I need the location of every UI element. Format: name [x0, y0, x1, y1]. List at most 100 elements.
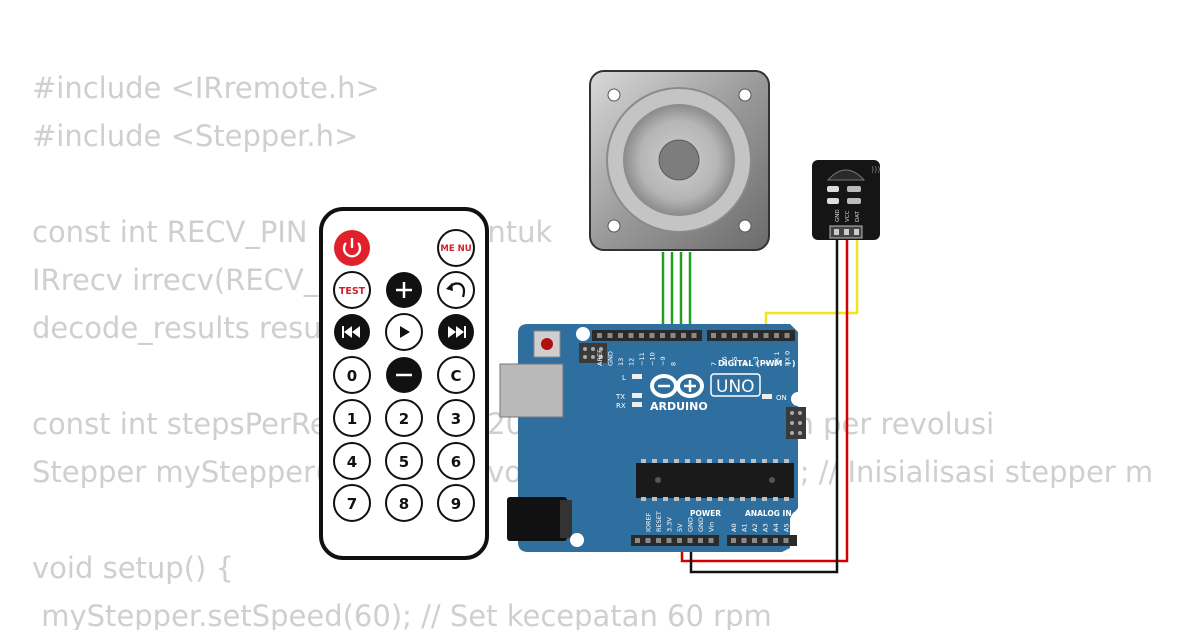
code-line: #include <IRremote.h>	[32, 71, 380, 105]
digit-9-button[interactable]: 9	[437, 484, 475, 522]
menu-button[interactable]: ME NU	[437, 229, 475, 267]
pin-hole[interactable]	[753, 333, 758, 338]
power-button[interactable]	[334, 230, 370, 266]
pin-hole[interactable]	[752, 538, 757, 543]
ir-signal-wire	[764, 240, 859, 334]
minus-button[interactable]	[386, 357, 422, 393]
pin-hole[interactable]	[711, 333, 716, 338]
pin-hole[interactable]	[773, 538, 778, 543]
ir-pin[interactable]	[844, 229, 849, 235]
digital-pin-holes	[597, 333, 790, 338]
digit-8-button[interactable]: 8	[385, 484, 423, 522]
ir-wave-icon: )))	[871, 165, 880, 174]
motor-screw	[738, 219, 752, 233]
pin-hole[interactable]	[656, 538, 661, 543]
l-led-label: L	[622, 374, 626, 382]
digit-8-label: 8	[399, 495, 409, 513]
digital-pin-label: 12	[628, 358, 636, 366]
pin-hole[interactable]	[645, 538, 651, 543]
pin-hole[interactable]	[681, 333, 686, 338]
pin-hole[interactable]	[774, 333, 779, 338]
analog-pin-label: A4	[772, 523, 780, 532]
digital-pin-label: 4	[742, 362, 750, 366]
ir-gnd-wire	[689, 240, 839, 574]
pin-hole[interactable]	[618, 333, 623, 338]
digit-7-button[interactable]: 7	[333, 484, 371, 522]
power-header[interactable]	[631, 535, 797, 546]
pin-hole[interactable]	[741, 538, 747, 543]
digit-5-button[interactable]: 5	[385, 442, 423, 480]
digital-pin-label: ~3	[752, 356, 760, 366]
c-button-label: C	[450, 367, 461, 385]
pin-hole[interactable]	[731, 538, 736, 543]
pin-hole[interactable]	[607, 333, 613, 338]
ir-led	[827, 198, 839, 204]
digit-3-label: 3	[451, 410, 461, 428]
ir-pin-label: VCC	[845, 210, 851, 222]
analog-pin-label: A2	[751, 523, 759, 532]
pin-hole[interactable]	[635, 538, 640, 543]
on-led-label: ON	[776, 394, 787, 402]
pin-hole[interactable]	[784, 333, 790, 338]
code-line: myStepper.setSpeed(60); // Set kecepatan…	[32, 599, 772, 630]
pin-hole[interactable]	[677, 538, 682, 543]
ir-receiver-module: ))) GND VCC DAT	[812, 160, 880, 240]
digital-header[interactable]	[592, 330, 795, 341]
pin-hole[interactable]	[732, 333, 737, 338]
fast-forward-icon	[448, 326, 464, 338]
pin-hole[interactable]	[597, 333, 602, 338]
digit-0-button[interactable]: 0	[333, 356, 371, 394]
pin-hole[interactable]	[721, 333, 727, 338]
ir-pin[interactable]	[854, 229, 859, 235]
pin-hole[interactable]	[628, 333, 634, 338]
brand-name: ARDUINO	[650, 400, 708, 413]
digit-6-label: 6	[451, 453, 461, 471]
pin-hole[interactable]	[687, 538, 693, 543]
digit-7-label: 7	[347, 495, 357, 513]
ir-remote: ME NU TEST	[319, 207, 489, 560]
reset-button-cap[interactable]	[541, 338, 553, 350]
mounting-hole	[791, 511, 805, 525]
background-code: #include <IRremote.h>#include <Stepper.h…	[32, 64, 1200, 630]
digit-3-button[interactable]: 3	[437, 399, 475, 437]
rewind-button[interactable]	[334, 314, 370, 350]
pin-hole[interactable]	[670, 333, 676, 338]
digit-2-button[interactable]: 2	[385, 399, 423, 437]
pin-hole[interactable]	[649, 333, 655, 338]
pin-hole[interactable]	[742, 333, 748, 338]
digital-pin-label: 8	[670, 362, 678, 366]
test-button[interactable]: TEST	[333, 271, 371, 309]
pin-hole[interactable]	[763, 333, 769, 338]
pin-hole[interactable]	[666, 538, 672, 543]
pin-hole[interactable]	[691, 333, 697, 338]
fast-forward-button[interactable]	[438, 314, 474, 350]
ir-smd	[847, 186, 861, 192]
power-pin-label: IOREF	[645, 512, 653, 532]
pin-hole[interactable]	[660, 333, 665, 338]
play-button[interactable]	[385, 313, 423, 351]
motor-shaft	[658, 139, 700, 181]
digit-9-label: 9	[451, 495, 461, 513]
plus-button[interactable]	[386, 272, 422, 308]
microcontroller-chip	[636, 459, 794, 501]
digit-0-label: 0	[347, 367, 357, 385]
c-button[interactable]: C	[437, 356, 475, 394]
pin-hole[interactable]	[708, 538, 714, 543]
digit-6-button[interactable]: 6	[437, 442, 475, 480]
digit-2-label: 2	[399, 410, 409, 428]
power-label: POWER	[690, 509, 721, 518]
digit-1-label: 1	[347, 410, 357, 428]
motor-screw	[607, 219, 621, 233]
arduino-logo-icon	[650, 374, 704, 398]
digit-4-button[interactable]: 4	[333, 442, 371, 480]
pin-hole[interactable]	[698, 538, 703, 543]
pin-hole[interactable]	[783, 538, 789, 543]
back-button[interactable]	[437, 271, 475, 309]
digit-1-button[interactable]: 1	[333, 399, 371, 437]
power-jack-edge	[560, 500, 572, 538]
pin-hole[interactable]	[639, 333, 644, 338]
pin-hole[interactable]	[762, 538, 768, 543]
ir-pin[interactable]	[834, 229, 839, 235]
